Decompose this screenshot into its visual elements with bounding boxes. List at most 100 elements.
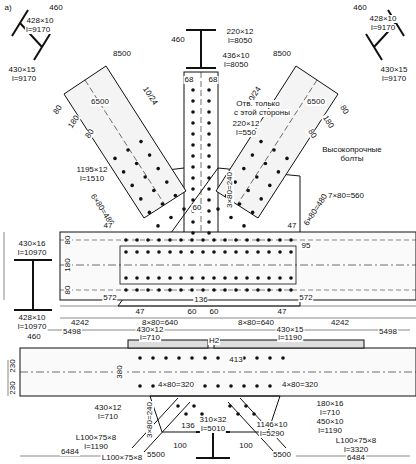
dimension-label: l=710 <box>319 409 341 417</box>
dimension-label: L100×75×8 <box>335 437 378 445</box>
column <box>184 72 218 242</box>
bolt <box>216 356 220 360</box>
dimension-label: 430×15 <box>380 66 409 74</box>
dimension-label: 8500 <box>112 50 132 58</box>
bolt <box>139 197 143 201</box>
dimension-label: l=3320 <box>343 446 369 454</box>
bolt <box>135 288 139 292</box>
dimension-label: 6×80=480 <box>302 192 329 228</box>
dimension-label: 413 <box>228 356 243 364</box>
bolt <box>281 356 285 360</box>
dimension-label: l=8050 <box>223 61 249 69</box>
dimension-label: 5498 <box>378 328 398 336</box>
dimension-label: 1195×12 <box>76 166 109 174</box>
bolt <box>259 197 263 201</box>
dimension-label: 68 <box>184 76 195 84</box>
bolt <box>191 143 195 147</box>
dimension-label: 230 <box>9 358 17 373</box>
dimension-label: с этой стороны <box>233 109 291 117</box>
dimension-label: 80 <box>338 103 351 117</box>
bolt <box>124 288 128 292</box>
dimension-label: 430×12 <box>94 404 123 412</box>
dimension-label: 572 <box>298 294 313 302</box>
dimension-label: 136 <box>193 296 208 304</box>
bolt <box>207 176 211 180</box>
bolt <box>289 288 293 292</box>
bolt <box>234 238 238 242</box>
dimension-label: 136 <box>180 422 195 430</box>
dimension-label: 428×10 <box>369 15 398 23</box>
bolt <box>255 175 259 179</box>
dimension-label: 428×10 <box>18 314 47 322</box>
bolt <box>177 356 181 360</box>
dimension-label: l=9170 <box>11 75 37 83</box>
bolt <box>152 189 156 193</box>
bolt <box>201 250 205 254</box>
dimension-label: 460 <box>352 4 367 12</box>
bolt <box>191 231 195 235</box>
bolt <box>179 250 183 254</box>
dimension-label: 460 <box>170 36 185 44</box>
bolt <box>157 250 161 254</box>
dimension-label: 80 <box>64 285 72 296</box>
bolt <box>124 250 128 254</box>
dimension-label: 80 <box>64 235 72 246</box>
bolt <box>143 175 147 179</box>
bolt <box>191 220 195 224</box>
dimension-label: 5500 <box>272 451 292 459</box>
bolt <box>139 140 143 144</box>
bolt <box>259 140 263 144</box>
dimension-label: 4242 <box>70 319 90 327</box>
bolt <box>245 238 249 242</box>
bolt <box>207 231 211 235</box>
dimension-label: 100 <box>238 442 253 450</box>
bolt <box>267 288 271 292</box>
dimension-label: 220×12 <box>232 120 261 128</box>
dimension-label: 430×15 <box>276 326 305 334</box>
bolt <box>191 132 195 136</box>
bolt <box>207 209 211 213</box>
bolt <box>156 224 160 228</box>
dimension-label: 180×16 <box>316 400 345 408</box>
bolt <box>207 88 211 92</box>
bolt <box>245 250 249 254</box>
bolt <box>190 356 194 360</box>
bolt <box>179 238 183 242</box>
bolt <box>157 276 161 280</box>
dimension-label: 430×15 <box>8 66 37 74</box>
dimension-label: 430×12 <box>136 326 165 334</box>
bolt <box>256 250 260 254</box>
dimension-label: l=1190 <box>277 334 303 342</box>
bolt <box>268 184 272 188</box>
bolt <box>148 211 152 215</box>
dimension-label: 436×10 <box>222 52 251 60</box>
dimension-label: l=8050 <box>227 37 253 45</box>
bolt <box>267 250 271 254</box>
column-section <box>196 432 230 458</box>
dimension-label: 8×80=640 <box>237 319 275 327</box>
bolt <box>207 154 211 158</box>
bolt <box>182 207 186 211</box>
dimension-label: 6500 <box>90 98 110 106</box>
bolt <box>212 238 216 242</box>
axis <box>60 265 416 266</box>
dimension-label: l=1190 <box>83 443 109 451</box>
bolt <box>130 184 134 188</box>
dimension-label: l=5010 <box>200 425 226 433</box>
bolt <box>245 276 249 280</box>
bolt <box>191 110 195 114</box>
bolt <box>289 276 293 280</box>
bolt <box>223 238 227 242</box>
bolt <box>268 356 272 360</box>
dimension-label: l=710 <box>97 413 119 421</box>
dimension-label: 460 <box>26 333 41 341</box>
dimension-label: 47 <box>287 222 298 230</box>
bolt <box>135 162 139 166</box>
bolt <box>238 202 242 206</box>
bolt <box>124 276 128 280</box>
dimension-label: Отв. только <box>235 100 280 108</box>
bolt <box>207 132 211 136</box>
bolt <box>191 198 195 202</box>
bolt <box>138 384 142 388</box>
